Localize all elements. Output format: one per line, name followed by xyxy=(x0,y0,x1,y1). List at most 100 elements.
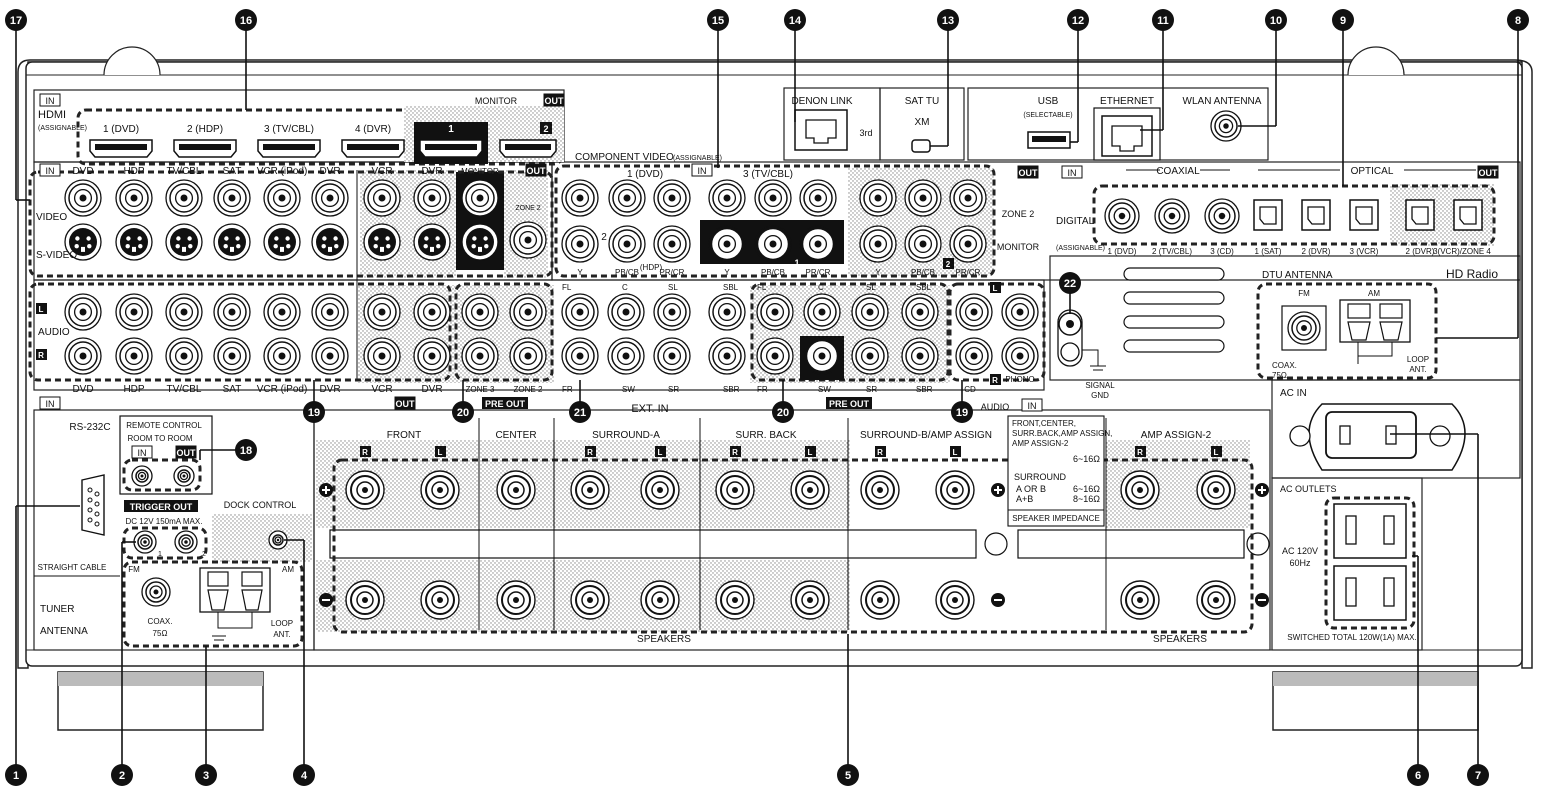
video-jack xyxy=(263,179,301,217)
speaker-group-label: CENTER xyxy=(495,430,536,441)
imp-head3: AMP ASSIGN-2 xyxy=(1012,439,1069,448)
component-channel-label: PB/CB xyxy=(615,268,639,277)
audio-column-label: TV/CBL xyxy=(166,384,201,395)
jack-inner xyxy=(124,302,144,322)
component-top-jack xyxy=(859,179,897,217)
spk-badge xyxy=(435,446,446,457)
jack-inner xyxy=(222,346,242,366)
speaker-terminal-minus xyxy=(345,580,385,620)
jack-inner xyxy=(860,346,880,366)
ext-top-label: SL xyxy=(668,283,678,292)
callout-marker xyxy=(569,401,591,423)
pin xyxy=(483,236,488,241)
audio-l-jack xyxy=(213,293,251,331)
speaker-channel-label: L xyxy=(808,448,813,457)
jack-inner xyxy=(372,346,392,366)
optical-door xyxy=(1459,206,1477,225)
audio-in-highlight xyxy=(28,282,452,382)
dtu-title: DTU ANTENNA xyxy=(1262,270,1333,281)
jack-pin xyxy=(228,308,236,316)
key xyxy=(478,246,482,252)
phono-r-label: R xyxy=(992,376,998,385)
terminal-hole xyxy=(362,487,368,493)
vent-slot xyxy=(1123,339,1225,353)
pin xyxy=(373,244,378,249)
dock-label: DOCK CONTROL xyxy=(224,500,297,510)
jack-pin xyxy=(818,352,826,360)
jack-pin xyxy=(576,352,584,360)
digital-in-badge-box xyxy=(1061,165,1083,179)
component-in-badge: IN xyxy=(698,166,707,176)
imp-aorb: A OR B xyxy=(1016,484,1046,494)
hdmi-mon1-label: 1 xyxy=(448,124,454,135)
speaker-terminal-minus xyxy=(935,580,975,620)
jack-inner xyxy=(181,537,191,547)
audio-l-jack xyxy=(263,293,301,331)
jack-inner xyxy=(958,188,978,208)
video-column-label: SAT xyxy=(223,166,242,177)
jack-inner xyxy=(1010,346,1030,366)
component-channel-label: PB/CB xyxy=(761,268,785,277)
jack-inner xyxy=(73,188,93,208)
jack-pin xyxy=(874,194,882,202)
callout-marker xyxy=(951,401,973,423)
digital-sub: (ASSIGNABLE) xyxy=(1056,245,1105,252)
jack-pin xyxy=(818,308,826,316)
audio-r-jack xyxy=(64,337,102,375)
usb-label: USB xyxy=(1038,96,1059,107)
jack-pin xyxy=(623,240,631,248)
jack-pin xyxy=(919,240,927,248)
svideo-jack xyxy=(413,223,451,261)
denon-link-label: DENON LINK xyxy=(791,96,852,107)
callout-marker xyxy=(1467,764,1489,786)
preout-badge-box xyxy=(482,397,528,409)
callout-number: 15 xyxy=(712,15,724,27)
jack-inner xyxy=(174,188,194,208)
preout2-badge-box xyxy=(826,397,872,409)
ext-in-jack xyxy=(708,337,746,375)
jack-inner xyxy=(1213,207,1231,225)
callout-number: 20 xyxy=(457,407,469,419)
vent-slot xyxy=(1123,267,1225,281)
jack-pin xyxy=(140,474,144,478)
hdmi-mon2-label: 2 xyxy=(543,124,548,134)
preout-jack xyxy=(756,337,794,375)
pin xyxy=(274,236,279,241)
callout-number: 12 xyxy=(1072,15,1084,27)
audio-l-badge xyxy=(36,303,47,314)
key xyxy=(328,246,332,252)
jack-inner xyxy=(149,585,163,599)
pin xyxy=(471,244,476,249)
rs232c-pin xyxy=(87,497,93,503)
audio-zone2-label: ZONE 2 xyxy=(514,385,543,394)
jack-pin xyxy=(814,240,822,248)
speaker-terminal-minus xyxy=(1196,580,1236,620)
jack-inner xyxy=(174,302,194,322)
jack-pin xyxy=(184,540,188,544)
component-top-jack xyxy=(561,179,599,217)
jack-inner xyxy=(272,302,292,322)
speaker-group-label: SURROUND-B/AMP ASSIGN xyxy=(860,430,992,441)
speaker-terminal-plus xyxy=(1196,470,1236,510)
trigger-spec-label: DC 12V 150mA MAX. xyxy=(126,517,203,526)
jack-pin xyxy=(771,352,779,360)
jack-inner xyxy=(617,234,637,254)
ext-bottom-label: SBR xyxy=(723,385,740,394)
terminal-hole xyxy=(1213,597,1219,603)
jack-pin xyxy=(1016,308,1024,316)
optical-label: OPTICAL xyxy=(1351,166,1394,177)
hdmi-input-port xyxy=(341,139,405,158)
audio-column-label: HDP xyxy=(123,384,144,395)
ext-bottom-label: SR xyxy=(668,385,679,394)
jack-pin xyxy=(964,194,972,202)
pin xyxy=(333,236,338,241)
jack-pin xyxy=(668,352,676,360)
ac-in-screw xyxy=(1289,425,1311,447)
audio-r-jack xyxy=(213,337,251,375)
cd-label: CD xyxy=(964,385,976,394)
callout-number: 22 xyxy=(1064,278,1076,290)
am-lead xyxy=(1357,342,1393,364)
preout-jack xyxy=(803,293,841,331)
jack-inner xyxy=(174,346,194,366)
video-column-label: HDP xyxy=(123,166,144,177)
